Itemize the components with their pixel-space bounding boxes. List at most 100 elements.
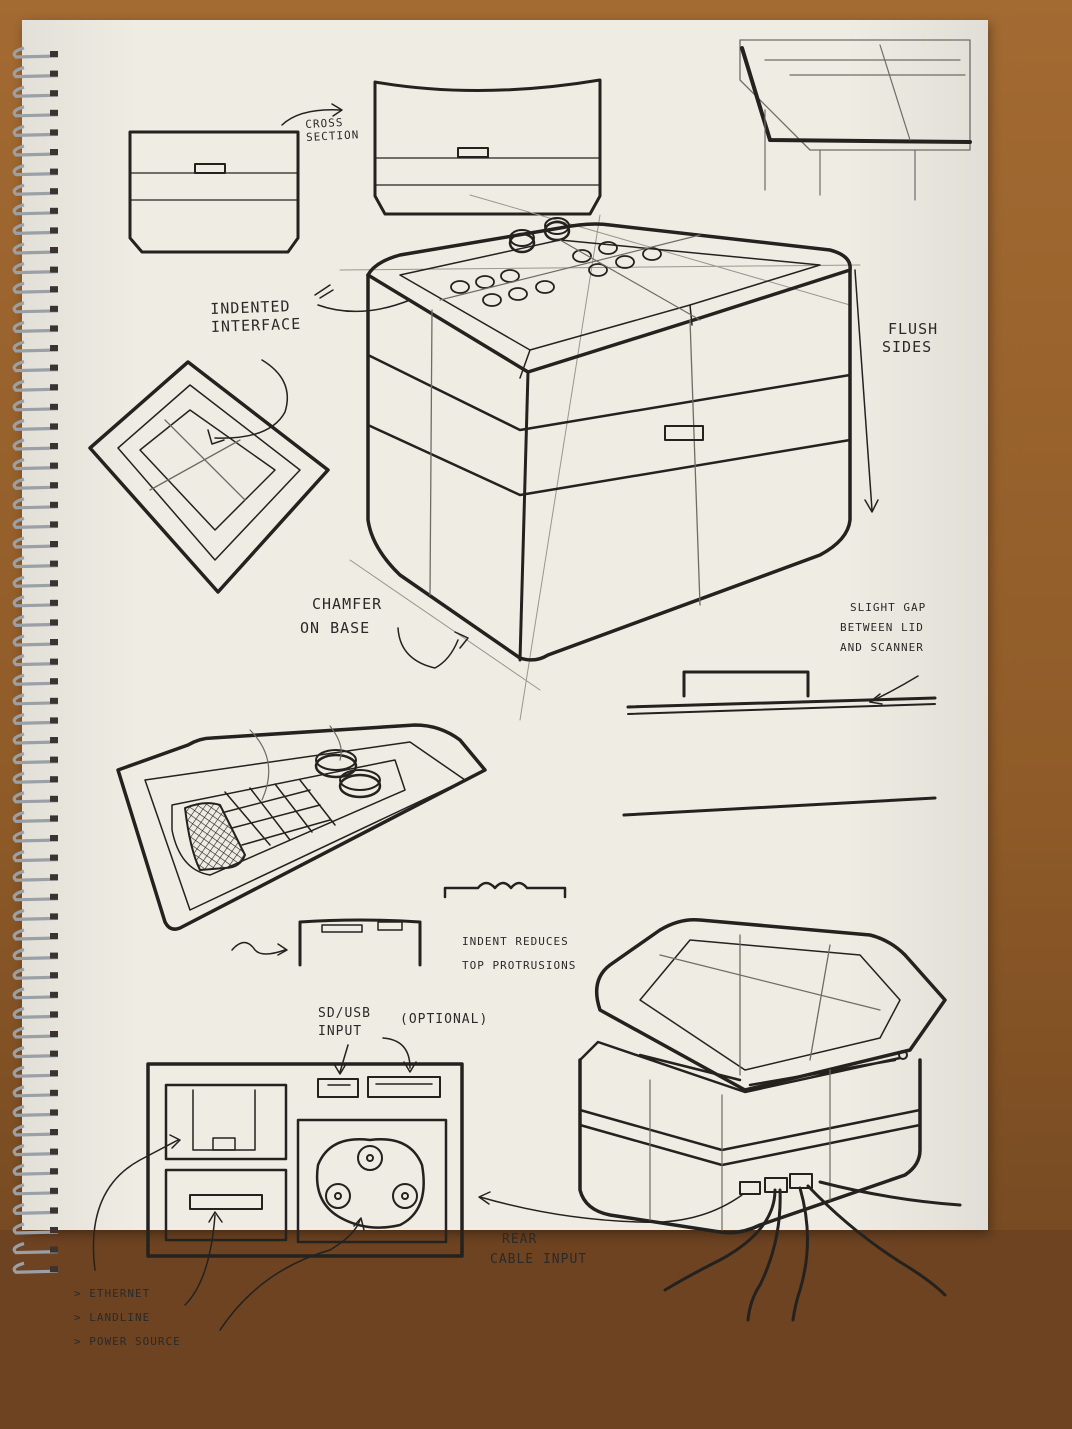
spiral-coil: [12, 477, 59, 490]
binding-hole: [50, 1031, 58, 1037]
page-shading: [22, 20, 988, 1230]
spiral-coil: [12, 1085, 59, 1098]
binding-hole: [50, 207, 58, 214]
lid-corner-sketch: [739, 39, 972, 201]
spiral-coil: [12, 1065, 59, 1078]
spiral-coil: [12, 66, 59, 79]
port-power-source: > POWER SOURCE: [74, 1335, 181, 1348]
indent-profile-sketch: [231, 881, 567, 967]
binding-hole: [50, 639, 58, 645]
port-ethernet: > ETHERNET: [74, 1287, 151, 1300]
binding-hole: [50, 795, 58, 802]
interface-tile-sketch: [88, 359, 330, 594]
binding-hole: [50, 403, 58, 410]
spiral-coil: [12, 1104, 59, 1118]
binding-hole: [50, 168, 58, 175]
binding-hole: [50, 286, 58, 293]
binding-hole: [50, 1070, 58, 1077]
spiral-coil: [12, 497, 59, 510]
binding-hole: [50, 1168, 58, 1175]
spiral-coil: [12, 85, 59, 98]
spiral-coil: [12, 850, 59, 863]
binding-hole: [50, 541, 58, 547]
spiral-coil: [12, 1124, 59, 1137]
spiral-coil: [12, 810, 59, 824]
spiral-coil: [12, 1183, 59, 1196]
binding-hole: [50, 1011, 58, 1018]
binding-hole: [50, 580, 58, 587]
spiral-coil: [12, 1144, 59, 1157]
port-landline: > LANDLINE: [74, 1311, 151, 1324]
spiral-coil: [12, 379, 59, 392]
binding-hole: [50, 658, 58, 665]
spiral-coil: [12, 516, 59, 530]
spiral-coil: [12, 771, 59, 784]
binding-hole: [50, 560, 58, 567]
binding-hole: [50, 90, 58, 97]
binding-hole: [50, 737, 58, 743]
binding-hole: [50, 1129, 58, 1135]
binding-hole: [50, 1089, 58, 1096]
binding-hole: [50, 854, 58, 861]
binding-hole: [50, 521, 58, 528]
rear-port-panel-sketch: [92, 1037, 464, 1331]
spiral-coil: [12, 908, 59, 922]
spiral-coil: [12, 712, 59, 726]
binding-hole: [50, 815, 58, 822]
spiral-coil: [12, 320, 59, 334]
spiral-coil: [12, 595, 59, 608]
spiral-coil: [12, 105, 59, 118]
binding-hole: [50, 443, 58, 449]
spiral-coil: [12, 360, 59, 373]
binding-hole: [50, 1187, 58, 1194]
binding-hole: [50, 501, 58, 508]
spiral-coil: [12, 1046, 59, 1059]
binding-hole: [50, 129, 58, 136]
spiral-coil: [12, 399, 59, 412]
spiral-coil: [12, 987, 59, 1000]
binding-hole: [50, 1148, 58, 1155]
spiral-coil: [12, 144, 59, 157]
sketchbook-page: [22, 20, 988, 1230]
binding-hole: [50, 462, 58, 469]
spiral-coil: [12, 124, 59, 138]
binding-hole: [50, 227, 58, 234]
spiral-coil: [12, 889, 59, 902]
binding-hole: [50, 482, 58, 489]
binding-hole: [50, 972, 58, 979]
spiral-coil: [12, 654, 59, 667]
spiral-coil: [12, 634, 59, 647]
binding-hole: [50, 423, 58, 430]
spiral-coil: [12, 556, 59, 569]
binding-hole: [50, 835, 58, 841]
binding-hole: [50, 697, 58, 704]
spiral-coil: [12, 752, 59, 765]
cross-section-closed-sketch: [128, 130, 300, 254]
spiral-binding: [12, 46, 59, 1274]
binding-hole: [50, 51, 58, 57]
binding-hole: [50, 933, 58, 939]
binding-hole: [50, 1109, 58, 1116]
binding-hole: [50, 599, 58, 606]
spiral-coil: [12, 458, 59, 471]
binding-hole: [50, 913, 58, 920]
binding-hole: [50, 756, 58, 763]
spiral-coil: [12, 1026, 59, 1039]
binding-hole: [50, 364, 58, 371]
spiral-coil: [12, 46, 59, 59]
binding-hole: [50, 109, 58, 116]
cross-section-open-sketch: [281, 78, 602, 216]
port-list: > ETHERNET > LANDLINE > POWER SOURCE: [74, 1282, 181, 1354]
table-edge: [0, 1230, 1072, 1429]
spiral-coil: [12, 164, 59, 177]
spiral-coil: [12, 183, 59, 196]
spiral-coil: [12, 301, 59, 314]
spiral-coil: [12, 340, 59, 353]
spiral-coil: [12, 203, 59, 216]
spiral-coil: [12, 967, 59, 980]
